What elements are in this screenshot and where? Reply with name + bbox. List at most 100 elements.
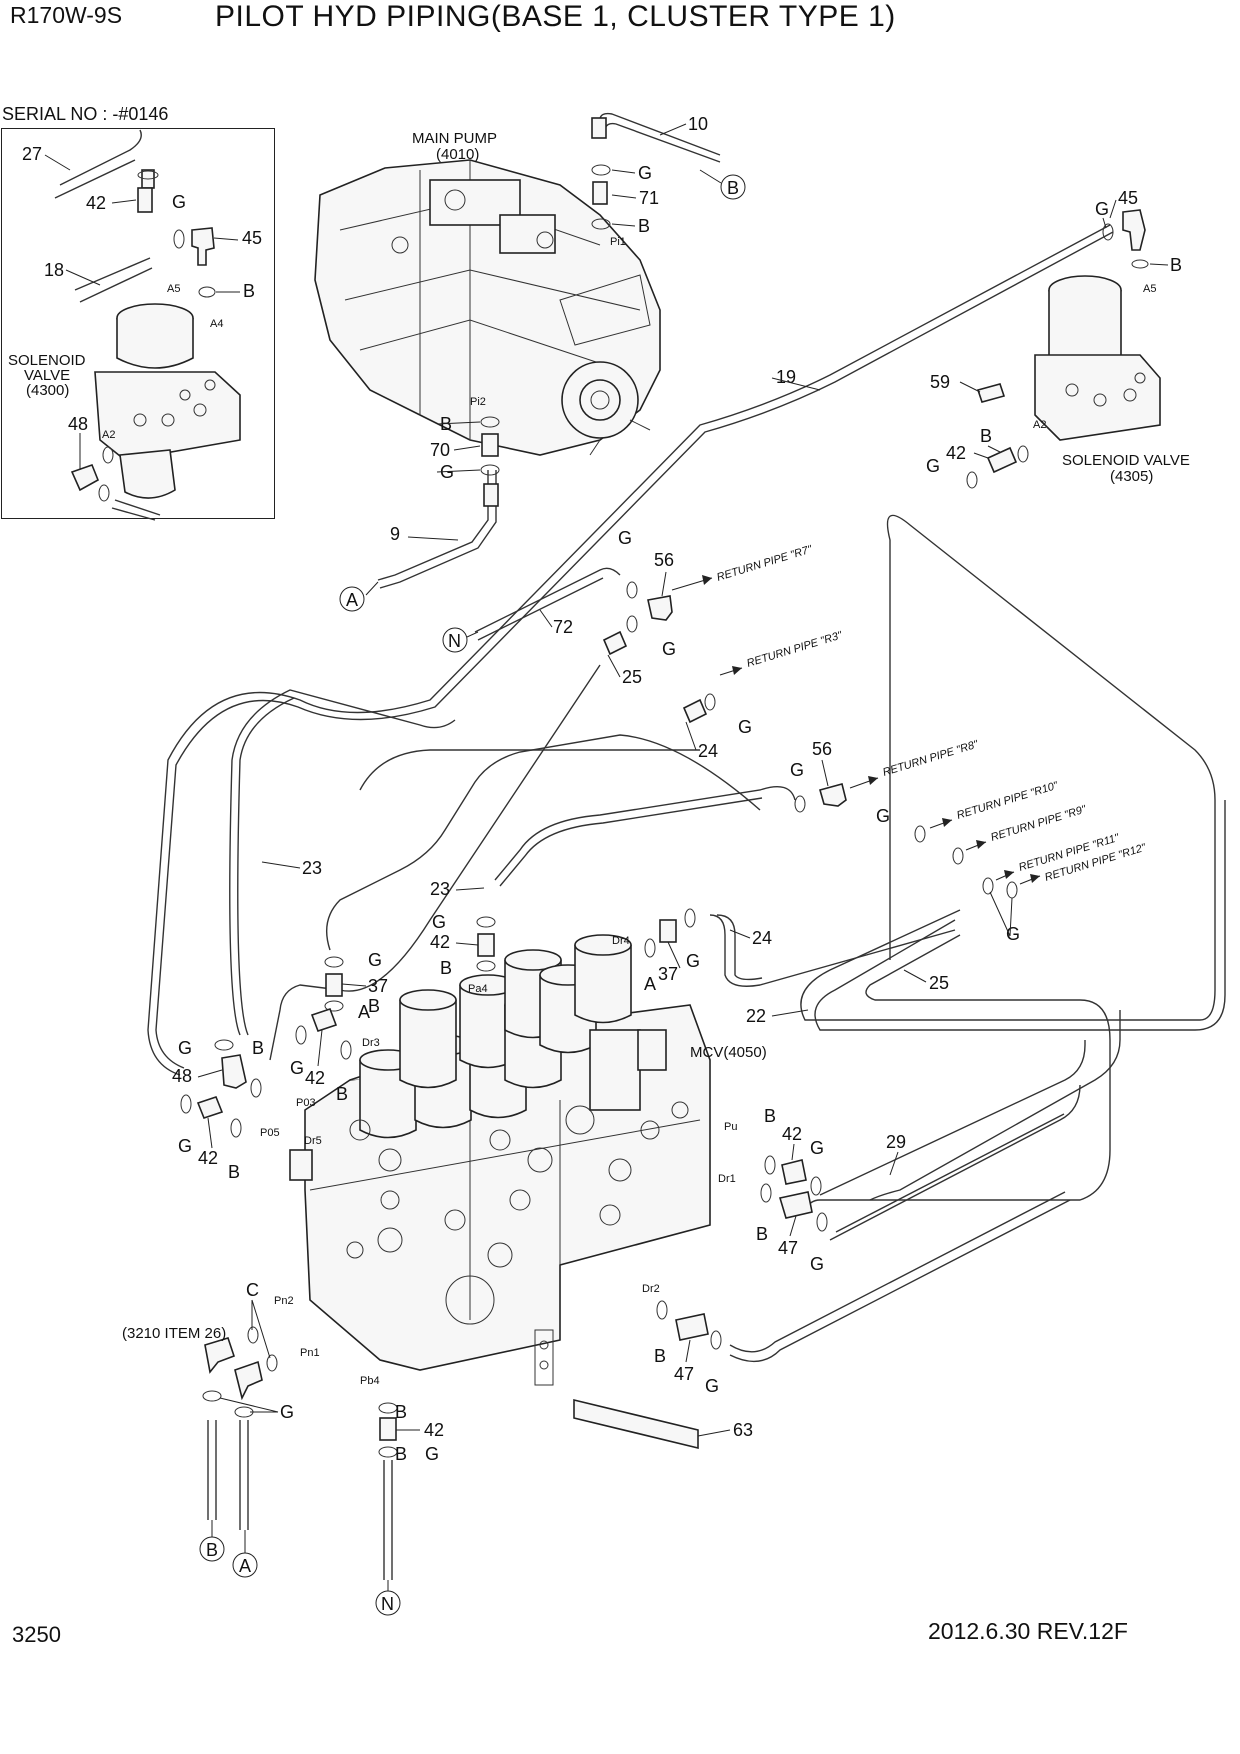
oring-b-10-icon xyxy=(591,218,611,230)
callout-42-pb4: 42 xyxy=(424,1420,444,1440)
solenoid-caption-code: (4305) xyxy=(1110,468,1153,485)
callout-42-pu: 42 xyxy=(782,1124,802,1144)
port-a5: A5 xyxy=(1143,283,1156,295)
return-pipe-r3: RETURN PIPE "R3" xyxy=(745,629,844,670)
callout-71: 71 xyxy=(639,188,659,208)
callout-25-top: 25 xyxy=(622,667,642,687)
port-pn2: Pn2 xyxy=(274,1295,294,1307)
callout-letter-11: G xyxy=(738,717,752,737)
callout-letter-37: B xyxy=(395,1444,407,1464)
oring-c-pn1-icon xyxy=(266,1354,278,1372)
callout-letter-26: B xyxy=(228,1162,240,1182)
adapter-42-p05 xyxy=(196,1096,224,1119)
tee-56-r8 xyxy=(819,783,847,807)
main-pump-caption-name: MAIN PUMP xyxy=(412,130,497,147)
return-pipe-r9: RETURN PIPE "R9" xyxy=(989,803,1088,844)
callout-letter-20: A xyxy=(644,974,656,994)
oring-g-dr4-icon xyxy=(684,908,696,928)
inset-caption-solenoid: SOLENOID xyxy=(8,352,86,369)
callout-letter-31: G xyxy=(810,1254,824,1274)
callout-37-dr4: 37 xyxy=(658,964,678,984)
callout-63: 63 xyxy=(733,1420,753,1440)
return-pipe-r8: RETURN PIPE "R8" xyxy=(881,738,980,779)
serial-number: SERIAL NO : -#0146 xyxy=(2,104,169,124)
callout-letter-21: G xyxy=(178,1038,192,1058)
oring-r12-icon xyxy=(1006,881,1018,899)
callout-letter-9: G xyxy=(618,528,632,548)
oring-r11-icon xyxy=(982,877,994,895)
port-a2: A2 xyxy=(1033,419,1046,431)
item-reference: (3210 ITEM 26) xyxy=(122,1325,226,1342)
adapter-37-dr4 xyxy=(659,919,677,943)
callout-letter-23: B xyxy=(252,1038,264,1058)
plug-59 xyxy=(976,383,1006,403)
oring-g-pn2-icon xyxy=(202,1390,222,1402)
return-pipe-arrows: RETURN PIPE "R7" RETURN PIPE "R3" RETURN… xyxy=(671,543,1148,885)
callout-letter-30: B xyxy=(756,1224,768,1244)
inset-oring-g-icon xyxy=(173,229,185,249)
mcv-port-labels: Dr4 Pa4 Dr3 P03 P05 Dr5 Pu Dr1 Dr2 Pn2 P… xyxy=(122,935,737,1387)
marker-a-bottom-label: A xyxy=(239,1556,251,1576)
oring-b-sv-icon xyxy=(1017,445,1029,463)
arrow-r10-icon xyxy=(942,818,952,827)
inset-oring-b-icon xyxy=(198,286,216,298)
oring-g-45-icon xyxy=(1102,223,1114,241)
callout-letter-1: G xyxy=(638,163,652,183)
callout-letter-22: A xyxy=(358,1002,370,1022)
letter-callouts: G B B G B G B G G G G G G G G G B G B A … xyxy=(178,163,1182,1464)
oring-b-pa4-icon xyxy=(476,960,496,972)
inset-frame xyxy=(1,128,275,519)
adapter-42-dr3 xyxy=(310,1007,338,1033)
callout-letter-16: G xyxy=(368,950,382,970)
revision-date: 2012.6.30 REV.12F xyxy=(928,1618,1128,1644)
oring-b-dr1-icon xyxy=(760,1183,772,1203)
inset-oring-icon xyxy=(137,170,159,180)
oring-g-10-icon xyxy=(591,164,611,176)
inset-adapter-42 xyxy=(137,187,153,213)
inset-elbow-48 xyxy=(70,463,100,492)
port-p05: P05 xyxy=(260,1127,280,1139)
oring-g-23-icon xyxy=(476,916,496,928)
solenoid-block xyxy=(1034,354,1161,441)
port-p03: P03 xyxy=(296,1097,316,1109)
oring-g-48-icon xyxy=(214,1039,234,1051)
callout-letter-14: G xyxy=(1006,924,1020,944)
inset-solenoid-lower xyxy=(119,449,176,499)
pipe-19 xyxy=(147,224,1111,1076)
callout-42-dr3: 42 xyxy=(305,1068,325,1088)
callout-45: 45 xyxy=(1118,188,1138,208)
marker-a-top-label: A xyxy=(346,590,358,610)
main-pump-caption-code: (4010) xyxy=(436,146,479,163)
part-callouts: 10 71 9 70 19 45 59 42 56 72 25 24 56 23… xyxy=(172,114,1138,1440)
callout-25-right: 25 xyxy=(929,973,949,993)
main-pump: MAIN PUMP (4010) Pi1 Pi2 xyxy=(314,130,661,456)
oring-g-24-icon xyxy=(704,693,716,711)
check-valve-47-dr2 xyxy=(675,1313,709,1341)
mcv-relief-block xyxy=(589,1029,641,1111)
solenoid-coil xyxy=(1048,290,1122,366)
port-dr5: Dr5 xyxy=(304,1135,322,1147)
callout-70: 70 xyxy=(430,440,450,460)
callout-letter-7: B xyxy=(980,426,992,446)
callout-letter-27: G xyxy=(178,1136,192,1156)
callout-letter-13: G xyxy=(876,806,890,826)
oring-g-pi2-icon xyxy=(480,464,500,476)
tee-56-r7 xyxy=(647,595,673,621)
port-dr2: Dr2 xyxy=(642,1283,660,1295)
adapter-71 xyxy=(592,181,608,205)
callout-letter-12: G xyxy=(790,760,804,780)
oring-g-dr2-icon xyxy=(710,1330,722,1350)
adapter-42-pu xyxy=(781,1159,807,1185)
callout-letter-6: G xyxy=(1095,199,1109,219)
page-title: PILOT HYD PIPING(BASE 1, CLUSTER TYPE 1) xyxy=(215,0,896,33)
oring-g-pu-icon xyxy=(810,1176,822,1196)
marker-n-top xyxy=(442,627,468,653)
oring-g-56b-icon xyxy=(794,795,806,813)
callout-22: 22 xyxy=(746,1006,766,1026)
marker-b-bottom-label: B xyxy=(206,1540,218,1560)
oring-g-37-icon xyxy=(324,956,344,968)
callout-24-mid: 24 xyxy=(752,928,772,948)
mcv-spool-group xyxy=(359,934,667,1139)
arrow-r8-icon xyxy=(868,776,878,785)
model-number: R170W-9S xyxy=(10,2,123,28)
